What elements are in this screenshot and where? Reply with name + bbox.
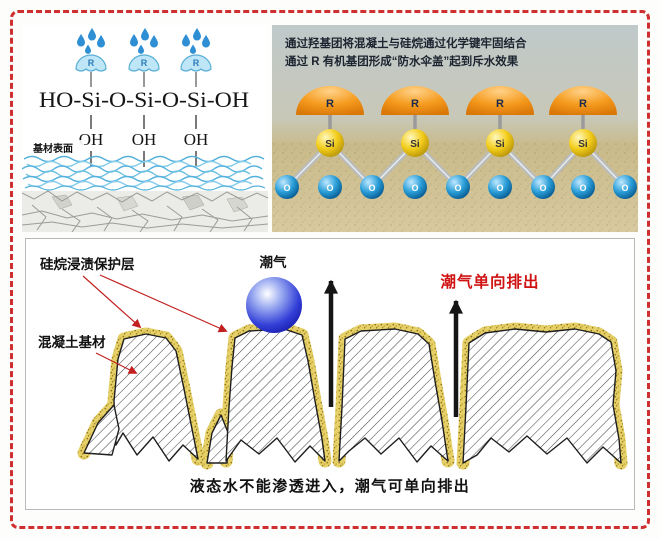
annotation-lines <box>82 274 228 374</box>
o-atom <box>488 175 512 199</box>
o-atom <box>446 175 470 199</box>
molecular-model-panel: 通过羟基团将混凝土与硅烷通过化学键牢固结合 通过 R 有机基团形成“防水伞盖”起… <box>272 25 638 232</box>
r-dome <box>549 86 617 115</box>
substrate-surface-label: 基材表面 <box>32 142 73 155</box>
r-dome-label: R <box>496 98 504 110</box>
o-atom <box>403 175 427 199</box>
annotation-line <box>99 274 228 333</box>
r-group-umbrellas: R R R <box>75 54 212 87</box>
blue-wave-texture <box>22 155 266 191</box>
dome-stems <box>328 115 585 130</box>
silanol-formula: HO-Si-O-Si-O-Si-OH <box>39 87 249 112</box>
oh-group-label: OH <box>132 130 157 149</box>
oh-group-label: OH <box>79 130 104 149</box>
si-atom-label: Si <box>410 139 420 150</box>
r-dome-label: R <box>579 98 587 110</box>
o-atom-label: O <box>454 183 461 193</box>
o-atom-label: O <box>283 183 290 193</box>
concrete-shape <box>225 328 326 463</box>
r-label: R <box>141 58 148 68</box>
o-atom-label: O <box>326 183 333 193</box>
chemical-structure-panel: R R R HO-Si-O-Si-O-Si-OH <box>22 25 268 232</box>
annotation-line <box>82 275 142 329</box>
chemical-structure-drawing: R R R HO-Si-O-Si-O-Si-OH <box>22 28 268 232</box>
concrete-shape <box>83 404 120 456</box>
label-backplate <box>30 140 84 155</box>
o-atom-label: O <box>579 183 586 193</box>
r-dome <box>466 86 534 115</box>
si-atom-label: Si <box>325 139 335 150</box>
top-row: R R R HO-Si-O-Si-O-Si-OH <box>22 25 638 232</box>
si-atom <box>569 129 597 157</box>
raindrops <box>77 28 210 54</box>
bottom-caption: 液态水不能渗透进入，潮气可单向排出 <box>190 477 471 495</box>
concrete-label: 混凝土基材 <box>38 334 106 350</box>
concrete-substrate <box>83 328 622 464</box>
o-atom-label: O <box>621 183 628 193</box>
molecular-model-drawing: 通过羟基团将混凝土与硅烷通过化学键牢固结合 通过 R 有机基团形成“防水伞盖”起… <box>272 25 638 232</box>
caption-line-1: 通过羟基团将混凝土与硅烷通过化学键牢固结合 <box>285 36 527 50</box>
si-oh-bonds <box>90 115 197 129</box>
moisture-ball <box>246 277 302 333</box>
o-atom <box>571 175 595 199</box>
r-label: R <box>88 58 95 68</box>
r-group-domes: R R R R <box>296 86 617 115</box>
o-atom <box>318 175 342 199</box>
concrete-shape <box>338 328 449 463</box>
si-atom <box>486 129 514 157</box>
o-atom-label: O <box>368 183 375 193</box>
moisture-label: 潮气 <box>260 254 287 270</box>
si-atom-label: Si <box>578 139 588 150</box>
o-atom <box>531 175 555 199</box>
o-atom <box>613 175 637 199</box>
oh-group-label: OH <box>184 130 209 149</box>
concrete-shape <box>206 414 230 464</box>
caption-line-2: 通过 R 有机基团形成“防水伞盖”起到斥水效果 <box>285 54 519 68</box>
o-atom-label: O <box>539 183 546 193</box>
o-atom <box>275 175 299 199</box>
r-dome <box>381 86 449 115</box>
r-dome <box>296 86 364 115</box>
moisture-exit-label: 潮气单向排出 <box>440 272 539 291</box>
annotation-line <box>95 352 138 374</box>
r-dome-label: R <box>411 98 419 110</box>
o-atom-label: O <box>411 183 418 193</box>
concrete-texture <box>22 190 268 232</box>
o-atom-label: O <box>496 183 503 193</box>
r-label: R <box>193 58 200 68</box>
r-dome-label: R <box>326 98 334 110</box>
moisture-diagram-panel: 硅烷浸渍保护层 潮气 潮气单向排出 混凝土基材 液态水不能渗透进入，潮气可单向排… <box>25 238 635 510</box>
concrete-shape <box>462 328 622 464</box>
o-atom <box>360 175 384 199</box>
protective-layer-label: 硅烷浸渍保护层 <box>40 256 135 272</box>
si-atoms: Si Si Si Si <box>316 129 597 157</box>
o-atoms: O O O O O O O O O <box>275 175 637 199</box>
concrete-shape <box>113 333 199 462</box>
si-atom <box>401 129 429 157</box>
si-atom-label: Si <box>495 139 505 150</box>
si-atom <box>316 129 344 157</box>
dashed-frame: R R R HO-Si-O-Si-O-Si-OH <box>10 10 650 529</box>
moisture-diagram-drawing: 硅烷浸渍保护层 潮气 潮气单向排出 混凝土基材 液态水不能渗透进入，潮气可单向排… <box>38 254 628 495</box>
oh-groups: OH OH OH <box>79 130 209 149</box>
